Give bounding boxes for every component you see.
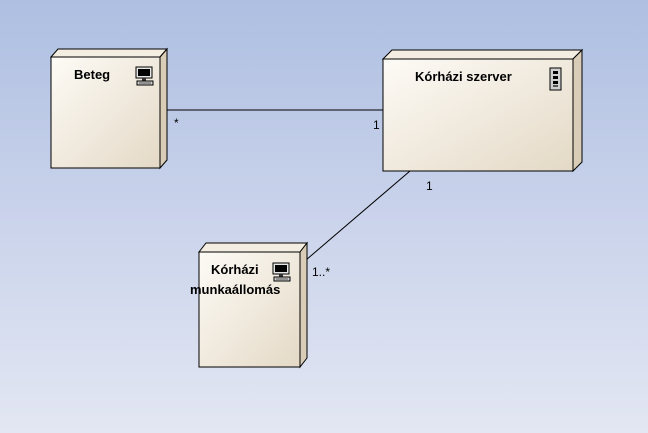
node-korhazi-szerver-title: Kórházi szerver: [415, 69, 512, 84]
node-korhazi-munkaallomas[interactable]: Kórházi munkaállomás: [190, 241, 309, 369]
multiplicity-munkaallomas-end: 1..*: [312, 265, 330, 279]
node-korhazi-szerver[interactable]: Kórházi szerver: [381, 48, 584, 173]
multiplicity-beteg-end: *: [174, 116, 179, 130]
multiplicity-szerver-end-left: 1: [373, 118, 380, 132]
workstation-icon: [272, 262, 291, 282]
association-szerver-munkaallomas[interactable]: [305, 170, 411, 261]
multiplicity-szerver-end-bottom: 1: [426, 179, 433, 193]
node-beteg[interactable]: Beteg: [49, 47, 169, 170]
node-korhazi-munkaallomas-title-line2: munkaállomás: [190, 282, 280, 297]
node-beteg-title: Beteg: [74, 67, 110, 82]
server-icon: [549, 67, 562, 91]
node-korhazi-munkaallomas-title-line1: Kórházi: [211, 262, 259, 277]
workstation-icon: [135, 66, 154, 86]
